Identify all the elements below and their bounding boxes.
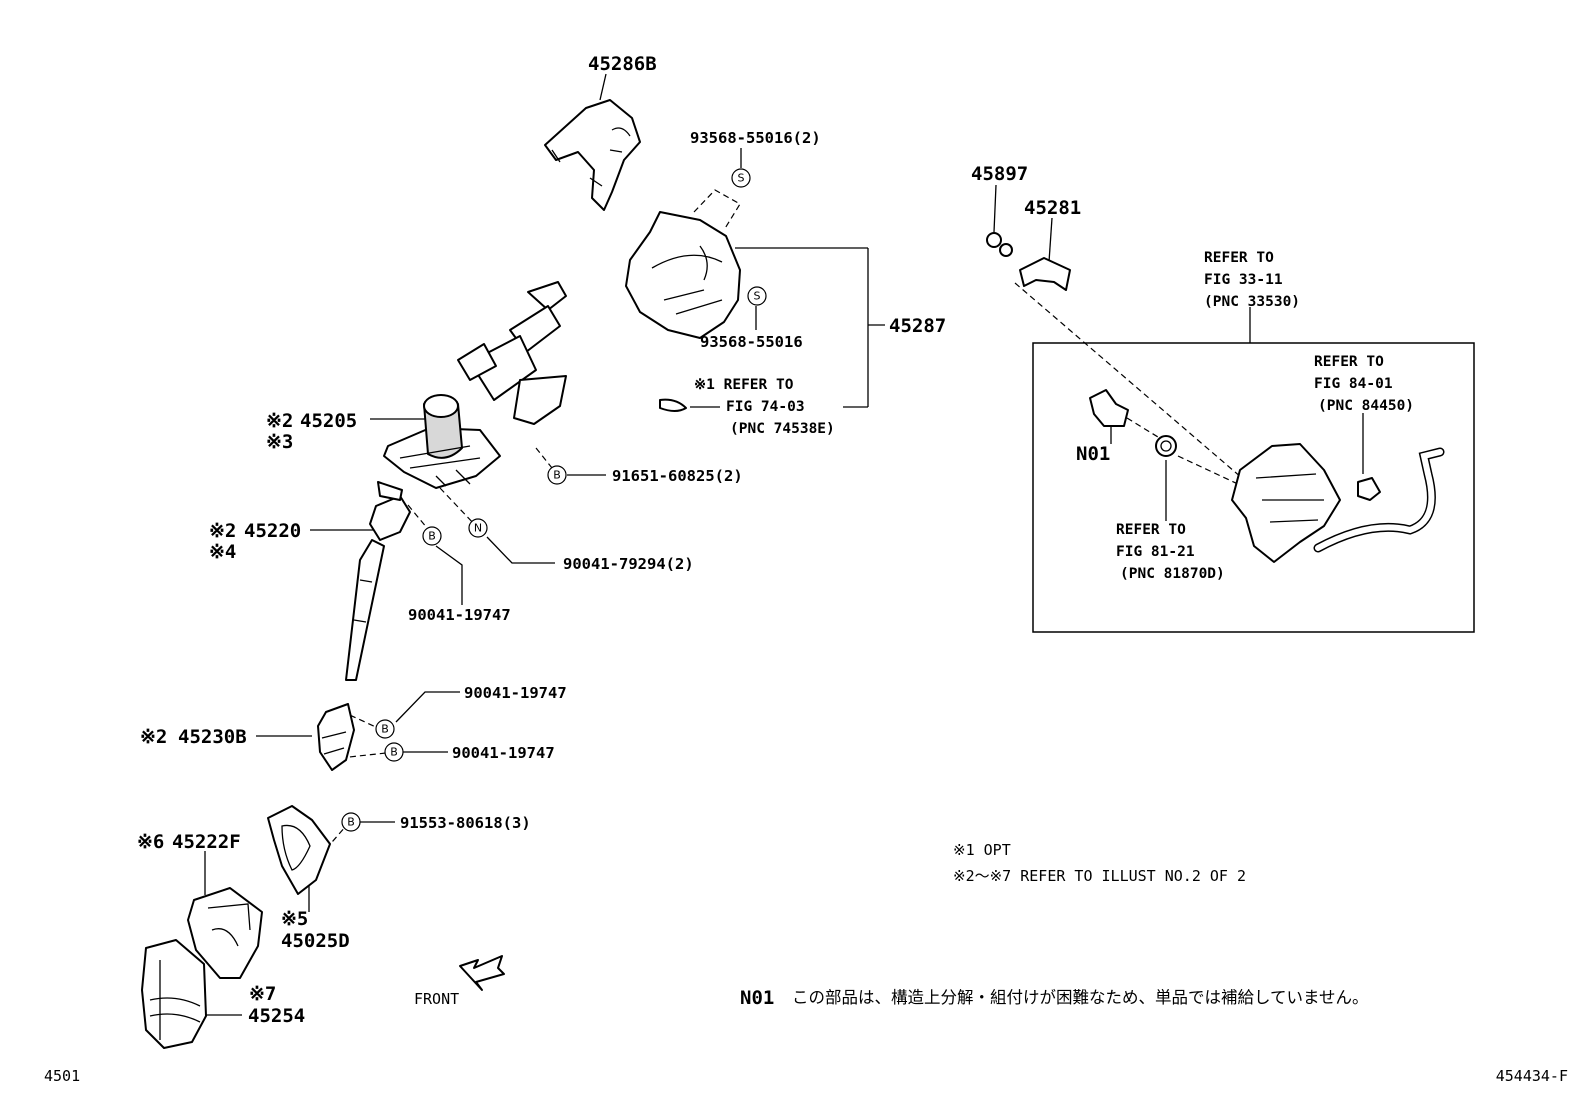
- ref-81-line1: REFER TO: [1116, 522, 1186, 538]
- column-hole-cover-45222F: [187, 887, 263, 979]
- label-90041-19747-b: 90041-19747: [464, 684, 567, 702]
- steering-sliding-yoke-45230B: [317, 703, 355, 771]
- mark-45230B: ※2: [140, 726, 167, 748]
- ref-81-line3: (PNC 81870D): [1120, 566, 1225, 582]
- key-cylinder-n01: [1089, 389, 1129, 427]
- wire-harness: [1313, 447, 1445, 553]
- ref-84-line2: FIG 84-01: [1314, 376, 1393, 392]
- label-45222F: 45222F: [172, 831, 241, 853]
- bracket-45281: [1019, 257, 1071, 291]
- label-45281: 45281: [1024, 197, 1081, 219]
- svg-text:B: B: [381, 723, 389, 736]
- label-91553-80618: 91553-80618(3): [400, 814, 531, 832]
- ref-33-line3: (PNC 33530): [1204, 294, 1300, 310]
- symbol-b-icon: B: [375, 719, 395, 739]
- svg-text:S: S: [738, 172, 745, 185]
- intermediate-shaft-45220: [345, 481, 411, 681]
- symbol-b-icon: B: [384, 742, 404, 762]
- label-90041-19747-c: 90041-19747: [452, 744, 555, 762]
- label-91651-60825: 91651-60825(2): [612, 467, 743, 485]
- symbol-n-icon: N: [468, 518, 488, 538]
- front-arrow-icon: [459, 955, 505, 991]
- notes: ※1 OPT ※2～※7 REFER TO ILLUST NO.2 OF 2 F…: [414, 841, 1369, 1009]
- lower-column-cover-45287: [625, 211, 741, 339]
- mark-45222F: ※6: [137, 831, 164, 853]
- label-93568-55016-2: 93568-55016(2): [690, 129, 821, 147]
- n01-note-text: この部品は、構造上分解・組付けが困難なため、単品では補給していません。: [792, 988, 1369, 1007]
- bolt-45897: [986, 232, 1013, 257]
- mark-45205: ※2: [266, 410, 293, 432]
- ref-74-line1: ※1 REFER TO: [694, 377, 794, 393]
- ref-74-line3: (PNC 74538E): [730, 421, 835, 437]
- label-90041-79294: 90041-79294(2): [563, 555, 694, 573]
- label-93568-55016: 93568-55016: [700, 333, 803, 351]
- svg-text:S: S: [754, 290, 761, 303]
- upper-column-cover-45286B: [544, 99, 641, 211]
- fastener-symbols: S S B N B B B B: [341, 168, 767, 832]
- mark2-45220: ※4: [209, 541, 236, 563]
- connector-84450: [1357, 477, 1381, 501]
- steering-column-assembly-45205: [383, 281, 567, 489]
- illustration-code-left: 4501: [44, 1067, 80, 1085]
- symbol-s-icon: S: [747, 286, 767, 306]
- footer: 4501 454434-F: [44, 1067, 1568, 1085]
- label-45286B: 45286B: [588, 53, 657, 75]
- mark-45254: ※7: [249, 983, 276, 1005]
- hole-cover-plate-45025D: [267, 805, 331, 895]
- transponder-coil: [1155, 435, 1177, 457]
- symbol-s-icon: S: [731, 168, 751, 188]
- label-45220: 45220: [244, 520, 301, 542]
- note-opt: ※1 OPT: [953, 841, 1011, 859]
- svg-text:N: N: [474, 522, 482, 535]
- ref-84-line3: (PNC 84450): [1318, 398, 1414, 414]
- label-90041-19747-a: 90041-19747: [408, 606, 511, 624]
- svg-text:B: B: [553, 469, 561, 482]
- label-45025D: 45025D: [281, 930, 350, 952]
- ignition-switch-box: [1032, 342, 1475, 633]
- n01-note-code: N01: [740, 987, 774, 1009]
- note-refer-illust: ※2～※7 REFER TO ILLUST NO.2 OF 2: [953, 867, 1246, 885]
- front-label: FRONT: [414, 990, 459, 1008]
- label-45897: 45897: [971, 163, 1028, 185]
- label-45205: 45205: [300, 410, 357, 432]
- illustration-code-right: 454434-F: [1496, 1067, 1568, 1085]
- symbol-b-icon: B: [547, 465, 567, 485]
- svg-text:B: B: [390, 746, 398, 759]
- symbol-b-icon: B: [341, 812, 361, 832]
- lock-assembly: [1231, 443, 1341, 563]
- svg-text:B: B: [347, 816, 355, 829]
- mark-45025D: ※5: [281, 908, 308, 930]
- column-boot-45254: [141, 939, 207, 1049]
- label-n01: N01: [1076, 443, 1110, 465]
- ref-33-line2: FIG 33-11: [1204, 272, 1283, 288]
- mark-45220: ※2: [209, 520, 236, 542]
- ref-74-line2: FIG 74-03: [726, 399, 805, 415]
- ref-81-line2: FIG 81-21: [1116, 544, 1195, 560]
- symbol-b-icon: B: [422, 526, 442, 546]
- cover-clip: [659, 398, 687, 412]
- ref-33-line1: REFER TO: [1204, 250, 1274, 266]
- mark2-45205: ※3: [266, 431, 293, 453]
- label-45287: 45287: [889, 315, 946, 337]
- label-45254: 45254: [248, 1005, 305, 1027]
- svg-text:B: B: [428, 530, 436, 543]
- part-labels: 45286B 93568-55016(2) 45287 93568-55016 …: [137, 53, 1414, 1027]
- ref-84-line1: REFER TO: [1314, 354, 1384, 370]
- leader-lines: [197, 73, 1364, 1016]
- label-45230B: 45230B: [178, 726, 247, 748]
